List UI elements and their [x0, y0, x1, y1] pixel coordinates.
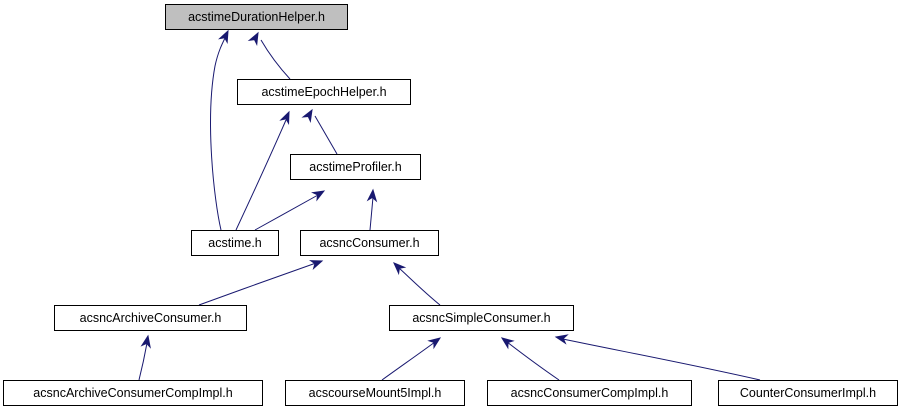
graph-node-label: acsncConsumerCompImpl.h — [510, 385, 669, 400]
graph-node-label: acstime.h — [208, 235, 262, 250]
edge-CounterConsumerImpl-to-acsncSimpleConsumer — [554, 334, 761, 381]
edge-acsncSimpleConsumer-to-acsncConsumer — [393, 262, 441, 306]
edge-acstime-to-acstimeEpochHelper — [235, 110, 290, 231]
graph-node-acsncArchiveConsumerCompImpl[interactable]: acsncArchiveConsumerCompImpl.h — [3, 380, 263, 406]
graph-node-acstimeDurationHelper[interactable]: acstimeDurationHelper.h — [165, 4, 348, 30]
arrowhead-icon — [218, 29, 229, 45]
graph-node-acscourseMount5Impl[interactable]: acscourseMount5Impl.h — [285, 380, 465, 406]
edge-acsncConsumer-to-acstimeProfiler — [366, 188, 378, 231]
edge-acstimeProfiler-to-acstimeEpochHelper — [301, 108, 338, 155]
graph-node-label: acsncConsumer.h — [319, 235, 420, 250]
graph-node-label: CounterConsumerImpl.h — [739, 385, 877, 400]
graph-node-label: acstimeDurationHelper.h — [188, 9, 325, 24]
graph-node-acsncSimpleConsumer[interactable]: acsncSimpleConsumer.h — [389, 305, 574, 331]
edge-acstimeEpochHelper-to-acstimeDurationHelper — [247, 31, 291, 80]
graph-node-label: acstimeEpochHelper.h — [261, 84, 387, 99]
edge-acstime-to-acstimeProfiler — [254, 190, 326, 231]
graph-node-acsncConsumer[interactable]: acsncConsumer.h — [300, 230, 439, 256]
edge-acsncArchiveConsumer-to-acsncConsumer — [198, 260, 324, 306]
arrowhead-icon — [247, 31, 259, 46]
arrowhead-icon — [366, 188, 378, 203]
graph-node-label: acsncSimpleConsumer.h — [412, 310, 551, 325]
arrowhead-icon — [279, 110, 290, 126]
graph-node-label: acsncArchiveConsumerCompImpl.h — [33, 385, 233, 400]
graph-node-label: acscourseMount5Impl.h — [308, 385, 442, 400]
graph-node-acstimeProfiler[interactable]: acstimeProfiler.h — [290, 154, 421, 180]
graph-node-label: acsncArchiveConsumer.h — [79, 310, 222, 325]
graph-node-acsncArchiveConsumer[interactable]: acsncArchiveConsumer.h — [54, 305, 247, 331]
arrowhead-icon — [427, 337, 442, 350]
arrowhead-icon — [301, 108, 313, 123]
arrowhead-icon — [140, 334, 151, 349]
edge-acsncArchiveConsumerCompImpl-to-acsncArchiveConsumer — [138, 334, 151, 381]
arrowhead-icon — [500, 337, 515, 350]
arrowhead-icon — [393, 262, 407, 276]
edge-acsncConsumerCompImpl-to-acsncSimpleConsumer — [500, 337, 560, 381]
edge-acscourseMount5Impl-to-acsncSimpleConsumer — [381, 337, 442, 381]
edge-acstime-to-acstimeDurationHelper — [210, 29, 229, 231]
arrowhead-icon — [309, 260, 324, 271]
graph-node-CounterConsumerImpl[interactable]: CounterConsumerImpl.h — [718, 380, 898, 406]
graph-node-label: acstimeProfiler.h — [309, 159, 402, 174]
arrowhead-icon — [311, 190, 326, 202]
graph-node-acstimeEpochHelper[interactable]: acstimeEpochHelper.h — [237, 79, 411, 105]
graph-node-acsncConsumerCompImpl[interactable]: acsncConsumerCompImpl.h — [487, 380, 692, 406]
graph-node-acstime[interactable]: acstime.h — [191, 230, 279, 256]
arrowhead-icon — [554, 334, 569, 345]
